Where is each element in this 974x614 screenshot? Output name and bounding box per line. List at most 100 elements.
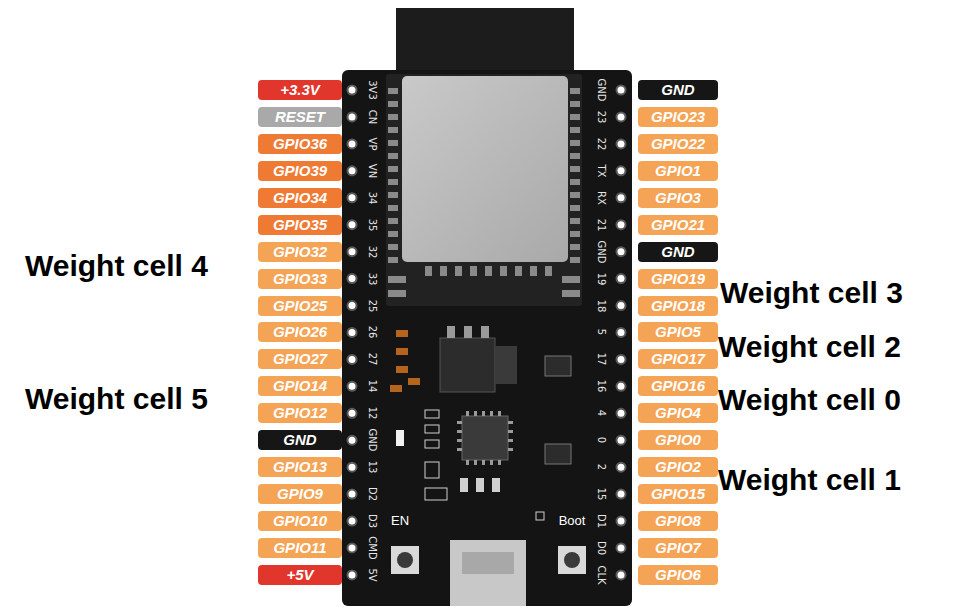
pin-name: GPIO25 xyxy=(273,297,327,314)
pin-name: GPIO17 xyxy=(651,350,705,367)
pin-name: GPIO8 xyxy=(655,512,701,529)
pin-name: GPIO19 xyxy=(651,270,705,287)
pin-name: GPIO21 xyxy=(651,216,705,233)
pin-hole xyxy=(348,220,357,229)
pin-name: GPIO23 xyxy=(651,108,705,125)
pin-tag: GPIO4 xyxy=(638,403,718,423)
silkscreen-label: 25 xyxy=(366,299,378,312)
pin-hole xyxy=(617,86,626,95)
silkscreen-label: GND xyxy=(595,240,607,263)
silkscreen-label: 5 xyxy=(595,329,607,335)
pin-hole xyxy=(348,139,357,148)
pin-name: +5V xyxy=(286,566,313,583)
pin-name: GPIO36 xyxy=(273,135,327,152)
pin-name: GPIO12 xyxy=(273,404,327,421)
silkscreen-label: D2 xyxy=(366,487,378,501)
weight-cell-label: Weight cell 2 xyxy=(718,330,901,364)
pin-hole xyxy=(348,570,357,579)
pin-tag: +5V xyxy=(258,565,342,585)
silkscreen-label: 12 xyxy=(366,407,378,420)
silkscreen-label: 26 xyxy=(366,326,378,339)
pin-tag: +3.3V xyxy=(258,80,342,100)
pin-hole xyxy=(617,409,626,418)
pin-hole xyxy=(617,570,626,579)
silkscreen-label: 16 xyxy=(595,380,607,393)
pin-name: GND xyxy=(661,81,694,98)
pin-name: GPIO22 xyxy=(651,135,705,152)
silkscreen-label: 32 xyxy=(366,245,378,258)
pin-tag: GPIO16 xyxy=(638,376,718,396)
pin-tag: GPIO5 xyxy=(638,322,718,342)
silkscreen-label: D1 xyxy=(595,514,607,528)
silkscreen-label: 34 xyxy=(366,191,378,204)
pin-tag: GPIO17 xyxy=(638,349,718,369)
weight-cell-label: Weight cell 3 xyxy=(720,276,903,310)
pin-tag: GPIO12 xyxy=(258,403,342,423)
pin-hole xyxy=(348,301,357,310)
pin-hole xyxy=(617,274,626,283)
pin-hole xyxy=(348,274,357,283)
silkscreen-label: 2 xyxy=(595,464,607,470)
pin-hole xyxy=(617,382,626,391)
pin-hole xyxy=(617,490,626,499)
pin-tag: GPIO27 xyxy=(258,349,342,369)
silkscreen-label: 22 xyxy=(595,138,607,151)
button-label: EN xyxy=(391,513,409,528)
pin-name: GND xyxy=(283,431,316,448)
pin-name: GND xyxy=(661,243,694,260)
pin-tag: GPIO10 xyxy=(258,511,342,531)
silkscreen-label: GND xyxy=(595,79,607,102)
pin-hole xyxy=(617,112,626,121)
pin-name: GPIO33 xyxy=(273,270,327,287)
silkscreen-label: 33 xyxy=(366,272,378,285)
pin-hole xyxy=(617,166,626,175)
pin-hole xyxy=(348,543,357,552)
pin-name: GPIO10 xyxy=(273,512,327,529)
pin-tag: GPIO14 xyxy=(258,376,342,396)
pin-name: GPIO16 xyxy=(651,377,705,394)
silkscreen-label: TX xyxy=(595,164,607,177)
pin-name: GPIO0 xyxy=(655,431,701,448)
weight-cell-label: Weight cell 5 xyxy=(25,382,208,416)
pin-tag: GPIO11 xyxy=(258,538,342,558)
pin-hole xyxy=(348,355,357,364)
silkscreen-label: D0 xyxy=(595,541,607,555)
pin-name: RESET xyxy=(275,108,325,125)
pin-tag: GPIO35 xyxy=(258,215,342,235)
silkscreen-label: 15 xyxy=(595,488,607,501)
silkscreen-label: CLK xyxy=(595,565,607,584)
pin-hole xyxy=(617,463,626,472)
silkscreen-label: 23 xyxy=(595,111,607,124)
pin-name: GPIO9 xyxy=(277,485,323,502)
pin-hole xyxy=(348,166,357,175)
pin-tag: GPIO15 xyxy=(638,484,718,504)
pin-name: GPIO26 xyxy=(273,323,327,340)
pin-tag: GPIO0 xyxy=(638,430,718,450)
pin-hole xyxy=(348,409,357,418)
silkscreen-label: 17 xyxy=(595,353,607,366)
silkscreen-label: 19 xyxy=(595,272,607,285)
pin-tag: RESET xyxy=(258,107,342,127)
pin-hole xyxy=(617,301,626,310)
pin-tag: GPIO19 xyxy=(638,269,718,289)
silkscreen-label: 27 xyxy=(366,353,378,366)
pin-tag: GPIO18 xyxy=(638,296,718,316)
silkscreen-label: 3V3 xyxy=(366,80,378,100)
pin-name: GPIO1 xyxy=(655,162,701,179)
pin-tag: GPIO23 xyxy=(638,107,718,127)
silkscreen-label: VP xyxy=(366,137,378,150)
silkscreen-label: 13 xyxy=(366,461,378,474)
pin-hole xyxy=(617,139,626,148)
pin-hole xyxy=(348,463,357,472)
pin-hole xyxy=(348,382,357,391)
pin-name: GPIO6 xyxy=(655,566,701,583)
pin-name: GPIO34 xyxy=(273,189,327,206)
silkscreen-label: D3 xyxy=(366,514,378,528)
pin-tag: GND xyxy=(638,80,718,100)
pin-name: +3.3V xyxy=(280,81,320,98)
weight-cell-label: Weight cell 1 xyxy=(718,463,901,497)
pin-tag: GPIO25 xyxy=(258,296,342,316)
pin-tag: GPIO26 xyxy=(258,322,342,342)
pin-hole xyxy=(617,436,626,445)
